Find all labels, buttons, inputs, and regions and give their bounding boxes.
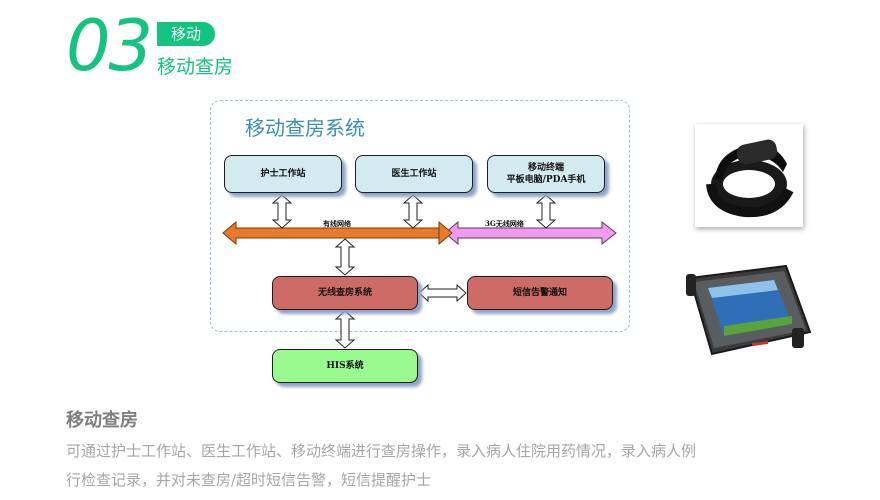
arrow-system-sms xyxy=(418,283,467,303)
arrow-nurse-bus xyxy=(271,194,293,229)
mobile-terminal-box: 移动终端 平板电脑/PDA手机 xyxy=(487,155,605,193)
content-description: 可通过护士工作站、医生工作站、移动终端进行查房操作，录入病人住院用药情况，录入病… xyxy=(66,437,826,495)
mobile-terminal-sublabel: 平板电脑/PDA手机 xyxy=(506,175,586,185)
section-subtitle: 移动查房 xyxy=(157,56,234,78)
his-system-box: HIS系统 xyxy=(272,349,418,383)
wired-bus-right-head xyxy=(438,220,453,246)
nurse-workstation-box: 护士工作站 xyxy=(224,155,342,193)
wristband-icon xyxy=(706,139,794,218)
content-title: 移动查房 xyxy=(66,410,138,431)
section-tag: 移动 xyxy=(157,22,215,46)
arrow-system-his xyxy=(334,310,356,349)
sms-alert-box: 短信告警通知 xyxy=(467,276,613,310)
wireless-bus-arrow xyxy=(444,220,617,246)
arrow-bus-system xyxy=(334,238,356,276)
sms-alert-label: 短信告警通知 xyxy=(512,288,567,298)
mobile-terminal-label: 移动终端 xyxy=(527,163,564,173)
arrow-doctor-bus xyxy=(402,194,424,229)
diagram-title: 移动查房系统 xyxy=(245,116,365,140)
doctor-workstation-label: 医生工作站 xyxy=(391,169,437,179)
tablet-icon xyxy=(686,264,812,356)
his-system-label: HIS系统 xyxy=(326,361,364,371)
wired-network-label: 有线网络 xyxy=(323,219,351,228)
system-frame xyxy=(210,100,630,332)
wireless-rounds-system-label: 无线查房系统 xyxy=(317,288,372,298)
wireless-network-label: 3G无线网络 xyxy=(485,219,524,228)
wireless-rounds-system-box: 无线查房系统 xyxy=(272,276,418,310)
section-number: 03 xyxy=(66,5,153,87)
description-line-2: 行检查记录，并对未查房/超时短信告警，短信提醒护士 xyxy=(66,471,432,489)
doctor-workstation-box: 医生工作站 xyxy=(355,155,473,193)
nurse-workstation-label: 护士工作站 xyxy=(260,169,306,179)
wristband-image xyxy=(695,124,803,227)
tablet-image xyxy=(682,262,814,358)
arrow-mobile-bus xyxy=(535,194,557,229)
description-line-1: 可通过护士工作站、医生工作站、移动终端进行查房操作，录入病人住院用药情况，录入病… xyxy=(66,442,697,460)
